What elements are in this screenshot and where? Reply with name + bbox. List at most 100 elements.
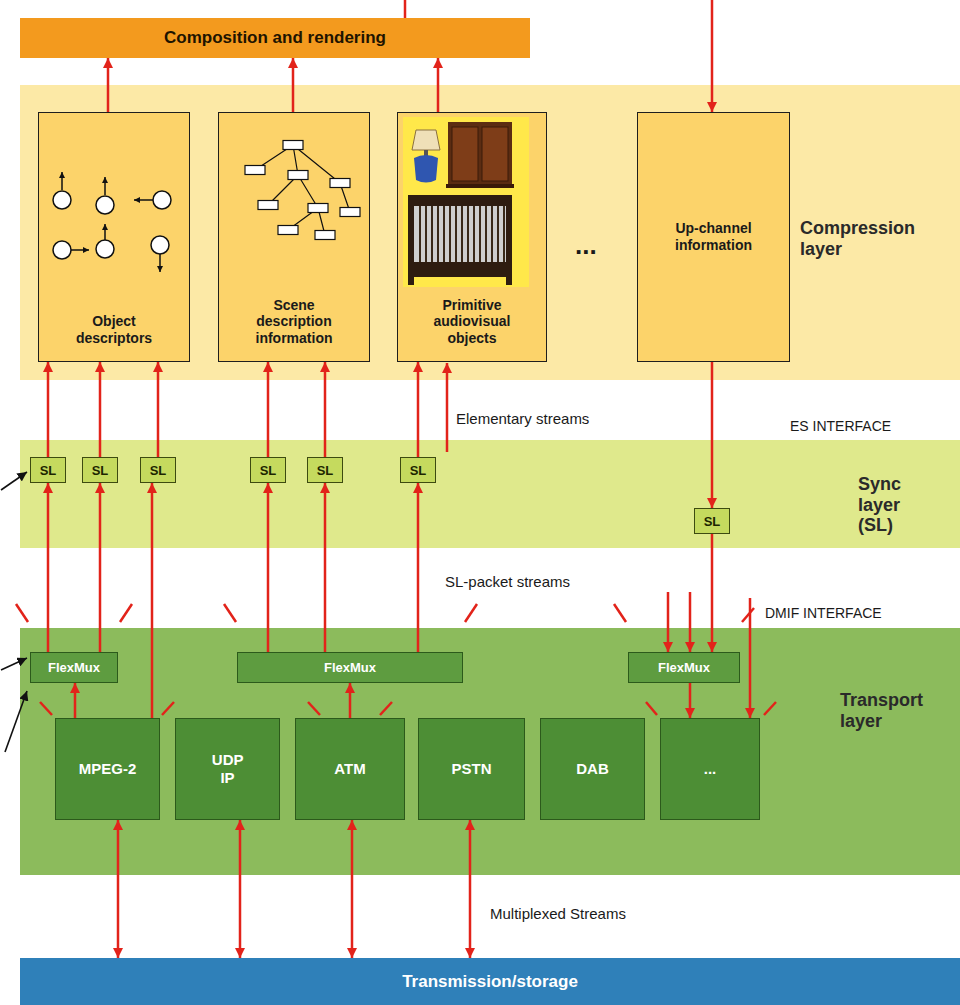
stream-tick <box>742 608 754 622</box>
scene-tree-icon <box>283 141 303 150</box>
stream-arrow <box>99 483 102 652</box>
sl-label: SL <box>704 514 721 529</box>
layer-title: Compression layer <box>800 218 915 259</box>
sl-label: SL <box>40 463 57 478</box>
stream-arrow <box>711 362 714 508</box>
object-descriptor-icon <box>134 199 153 201</box>
ellipsis-mark: ... <box>575 230 597 261</box>
stream-arrow <box>47 483 50 652</box>
sl-label: SL <box>150 463 167 478</box>
output-bar: Composition and rendering <box>20 18 530 58</box>
free-stream-line <box>405 0 750 718</box>
furniture-picture <box>414 155 438 183</box>
sl-label: SL <box>317 463 334 478</box>
transport-box: ... <box>660 718 760 820</box>
stream-arrow <box>292 58 295 112</box>
object-descriptor-icon <box>53 241 71 259</box>
flexmux-label: FlexMux <box>324 660 376 675</box>
furniture-picture <box>403 117 529 287</box>
sl-box: SL <box>140 457 176 483</box>
flexmux-box: FlexMux <box>30 652 118 683</box>
stream-arrow <box>417 362 420 457</box>
furniture-picture <box>446 184 514 188</box>
flexmux-label: FlexMux <box>658 660 710 675</box>
stream-tick <box>646 702 657 715</box>
furniture-picture <box>452 127 478 181</box>
furniture-picture <box>403 117 529 287</box>
stream-label: Elementary streams <box>456 410 589 427</box>
sl-label: SL <box>92 463 109 478</box>
stream-box: Object descriptors <box>38 112 190 362</box>
sl-label: SL <box>410 463 427 478</box>
pointer-arrow <box>1 472 27 490</box>
transport-box: UDP IP <box>175 718 280 820</box>
transport-label: ... <box>704 760 717 778</box>
stream-arrow <box>437 58 440 112</box>
sl-box: SL <box>694 508 730 534</box>
sl-label: SL <box>260 463 277 478</box>
furniture-picture <box>408 195 512 277</box>
transport-box: DAB <box>540 718 645 820</box>
stream-arrow <box>267 362 270 457</box>
stream-arrow <box>689 683 692 718</box>
object-descriptor-icon <box>153 191 171 209</box>
free-stream-line <box>711 0 714 112</box>
sl-box: SL <box>82 457 118 483</box>
scene-tree-icon <box>315 231 335 240</box>
box-label: Object descriptors <box>76 313 152 347</box>
stream-arrow <box>74 683 77 718</box>
furniture-picture <box>482 127 508 181</box>
stream-tick <box>16 604 28 622</box>
flexmux-box: FlexMux <box>237 652 463 683</box>
stream-arrow <box>324 362 327 457</box>
object-descriptor-icon <box>61 172 63 190</box>
stream-tick <box>380 702 392 715</box>
scene-tree-icon <box>288 171 308 180</box>
transport-box: ATM <box>295 718 405 820</box>
stream-arrow <box>469 820 472 958</box>
stream-tick <box>162 702 174 715</box>
pointer-arrow <box>1 472 27 752</box>
pointer-arrow <box>5 691 27 752</box>
flexmux-box: FlexMux <box>628 652 740 683</box>
interface-label: DMIF INTERFACE <box>765 605 882 621</box>
furniture-picture <box>448 122 512 186</box>
scene-tree-icon <box>245 141 360 240</box>
stream-tick <box>120 604 132 622</box>
box-label: Primitive audiovisual objects <box>433 297 510 347</box>
stream-arrow <box>99 362 102 457</box>
stream-arrow <box>47 362 50 457</box>
stream-box: Up-channel information <box>637 112 790 362</box>
stream-arrow <box>151 483 154 718</box>
transport-label: PSTN <box>451 760 491 778</box>
stream-tick <box>308 702 320 715</box>
stream-tick <box>614 604 626 622</box>
stream-tick <box>465 604 477 622</box>
free-stream-line <box>689 592 692 652</box>
sl-box: SL <box>30 457 66 483</box>
scene-tree-icon <box>245 166 265 175</box>
scene-tree-icon <box>278 226 298 235</box>
layer-title: Transport layer <box>840 690 923 731</box>
stream-tick <box>224 604 236 622</box>
object-descriptor-icon <box>159 254 161 272</box>
interface-label: ES INTERFACE <box>790 418 891 434</box>
bar-title: Composition and rendering <box>164 28 386 48</box>
object-descriptor-icon <box>104 224 106 240</box>
transport-label: ATM <box>334 760 365 778</box>
free-stream-line <box>446 363 449 452</box>
furniture-picture <box>408 277 414 285</box>
transport-box: MPEG-2 <box>55 718 160 820</box>
object-descriptor-icon <box>96 240 114 258</box>
flexmux-label: FlexMux <box>48 660 100 675</box>
pointer-arrow <box>1 658 27 670</box>
stream-arrow <box>267 483 270 652</box>
object-descriptor-icon <box>71 249 89 251</box>
layer-band: Sync layer (SL)SLSLSLSLSLSLSL <box>20 440 960 548</box>
stream-label: SL-packet streams <box>445 573 570 590</box>
box-label: Up-channel information <box>664 220 764 254</box>
furniture-picture <box>420 206 504 262</box>
bar-title: Transmission/storage <box>402 972 578 992</box>
